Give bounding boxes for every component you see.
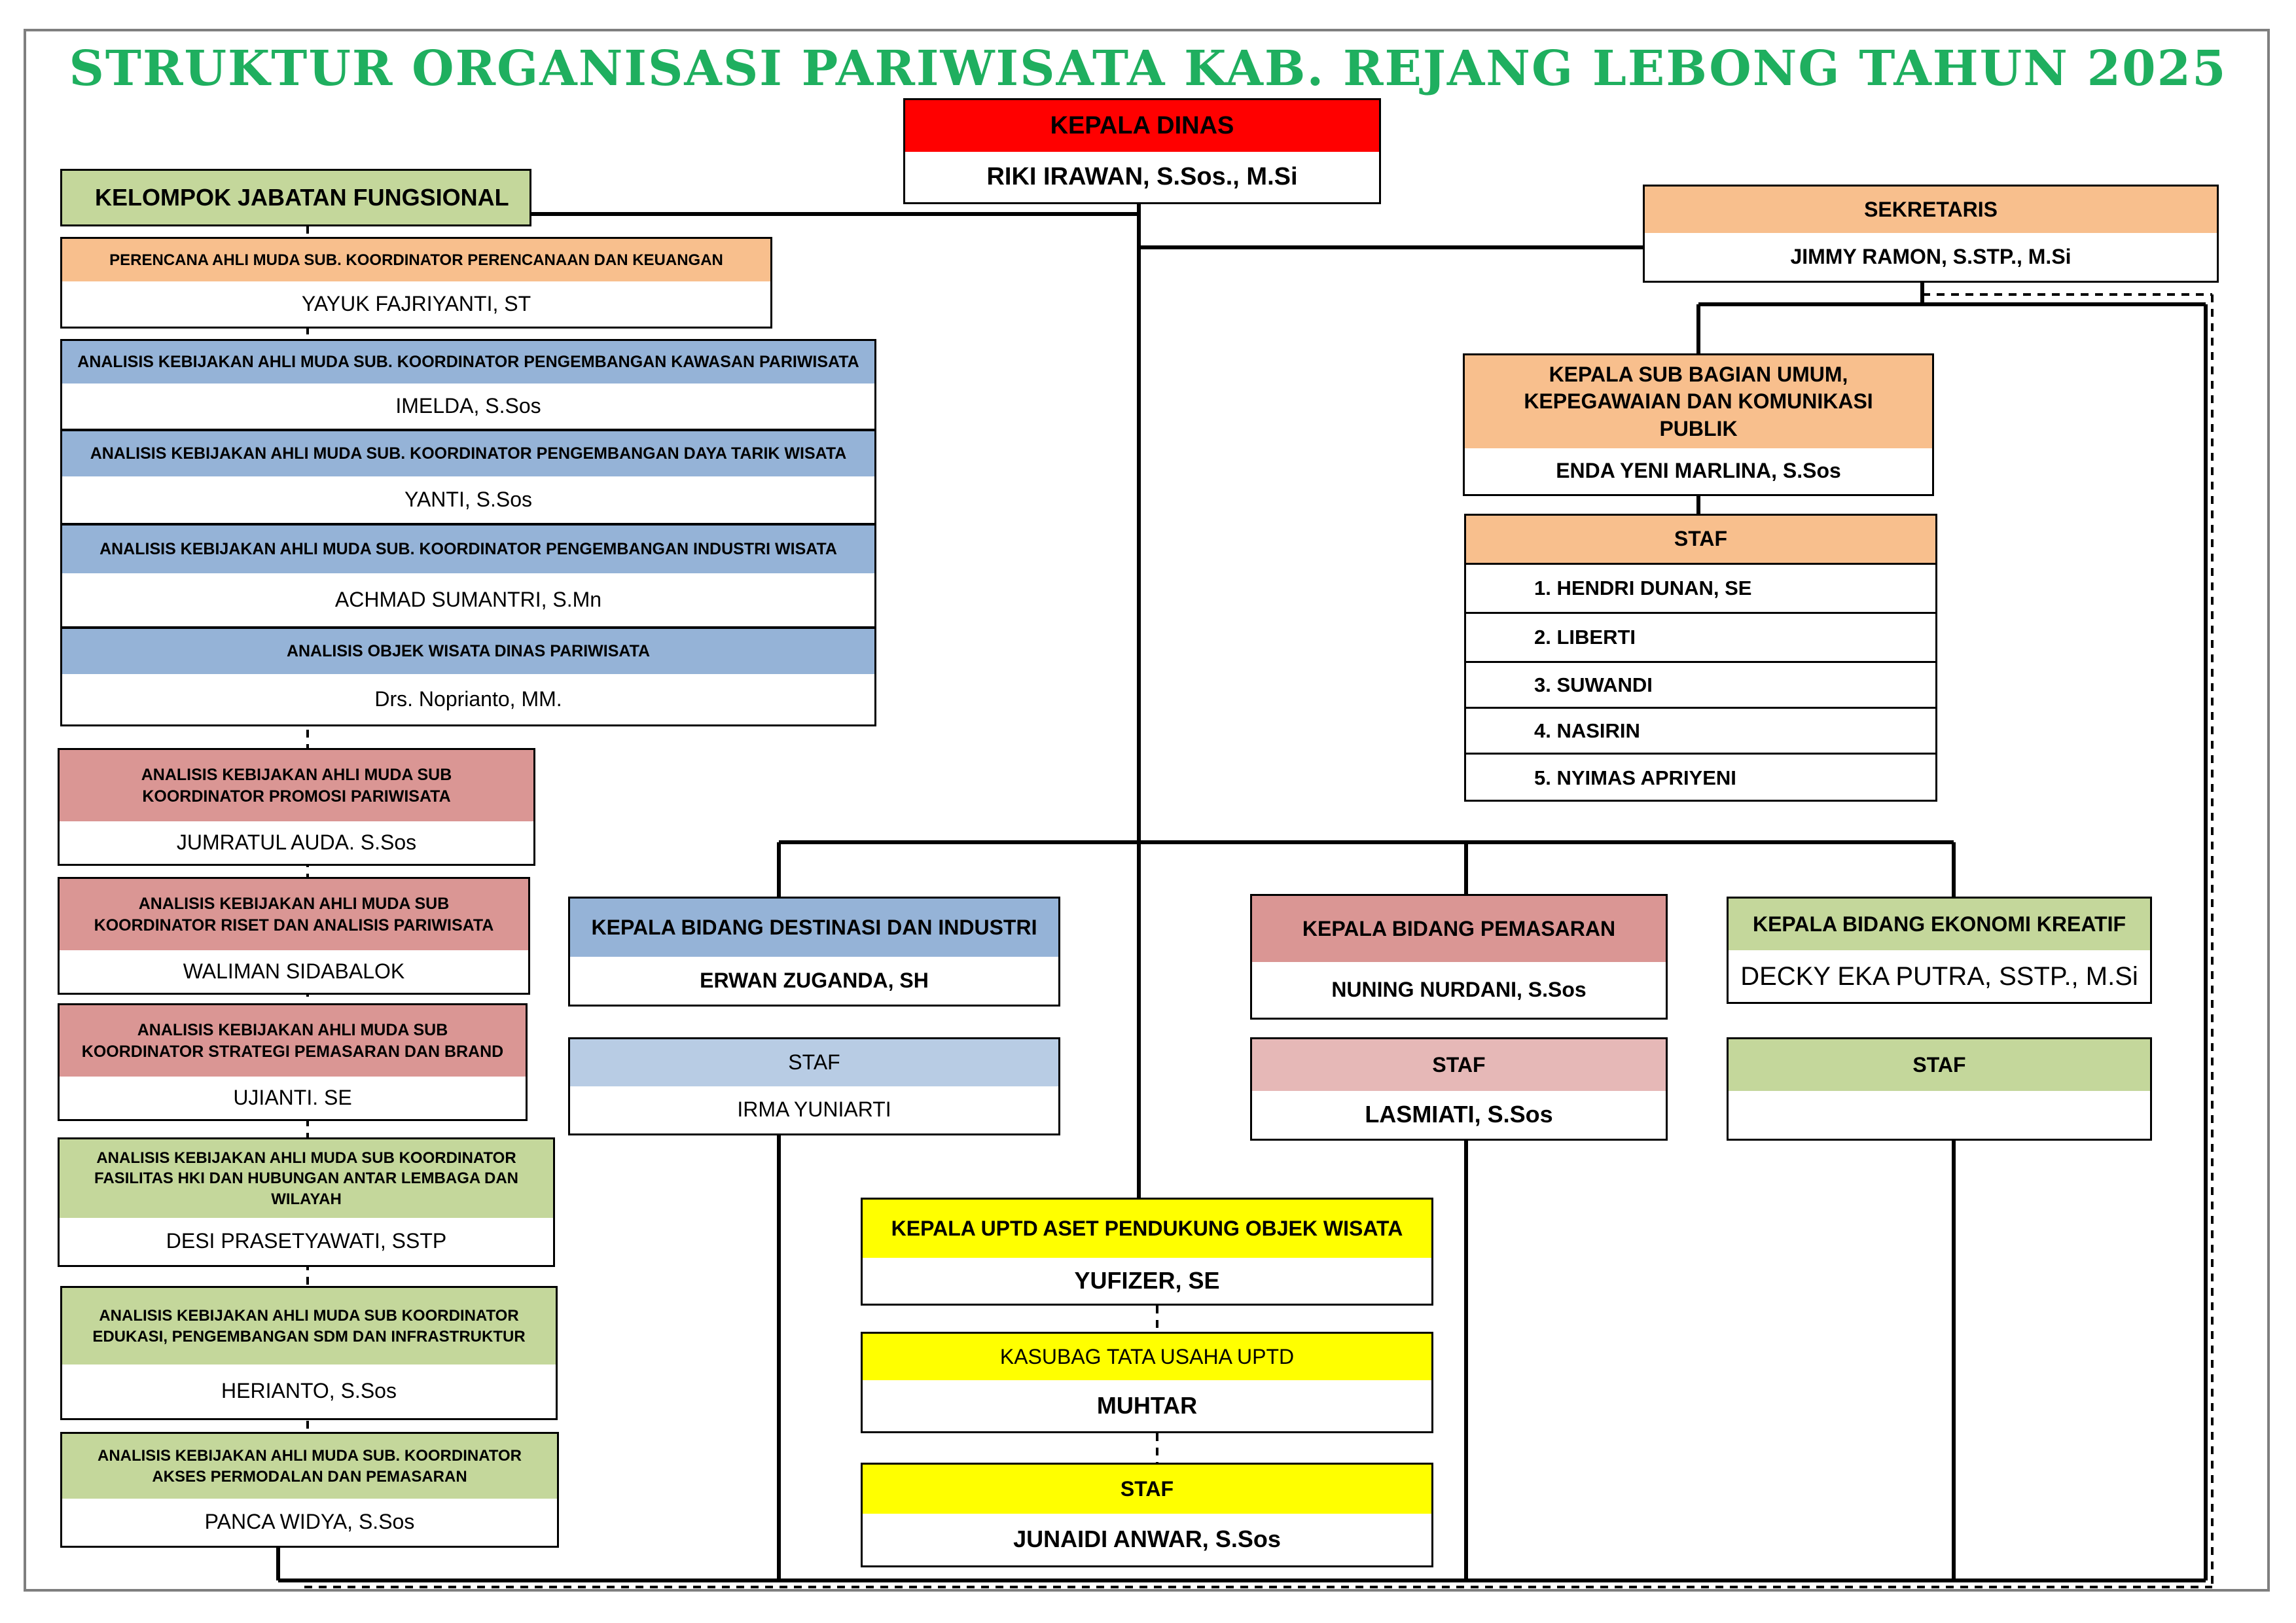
fungsional-item-name: HERIANTO, S.Sos (62, 1364, 556, 1418)
fungsional-item: ANALISIS KEBIJAKAN AHLI MUDA SUB. KOORDI… (60, 1432, 559, 1548)
kepala-dinas-name: RIKI IRAWAN, S.Sos., M.Si (905, 152, 1379, 202)
uptd-kasubag-box: KASUBAG TATA USAHA UPTD MUHTAR (861, 1332, 1433, 1433)
fungsional-item-title: ANALISIS KEBIJAKAN AHLI MUDA SUB. KOORDI… (62, 1434, 557, 1501)
fungsional-item: ANALISIS KEBIJAKAN AHLI MUDA SUB KOORDIN… (58, 1003, 528, 1121)
ekraf-staf-box: STAF (1727, 1037, 2152, 1141)
fungsional-item: ANALISIS KEBIJAKAN AHLI MUDA SUB KOORDIN… (58, 1137, 555, 1267)
fungsional-item-name: IMELDA, S.Sos (62, 383, 874, 429)
uptd-title: KEPALA UPTD ASET PENDUKUNG OBJEK WISATA (863, 1200, 1431, 1260)
uptd-kasubag-title: KASUBAG TATA USAHA UPTD (863, 1334, 1431, 1382)
fungsional-item-title: ANALISIS OBJEK WISATA DINAS PARIWISATA (62, 629, 874, 676)
fungsional-item-name: DESI PRASETYAWATI, SSTP (60, 1218, 553, 1265)
subbag-staf-item: 3. SUWANDI (1466, 661, 1935, 707)
fungsional-item-title: ANALISIS KEBIJAKAN AHLI MUDA SUB KOORDIN… (60, 879, 528, 952)
fungsional-item-title: ANALISIS KEBIJAKAN AHLI MUDA SUB. KOORDI… (62, 431, 874, 478)
fungsional-item-title: ANALISIS KEBIJAKAN AHLI MUDA SUB KOORDIN… (60, 750, 533, 823)
fungsional-item: ANALISIS KEBIJAKAN AHLI MUDA SUB KOORDIN… (60, 1286, 558, 1420)
destinasi-staf-box: STAF IRMA YUNIARTI (568, 1037, 1060, 1135)
fungsional-heading-box: KELOMPOK JABATAN FUNGSIONAL (60, 169, 531, 226)
pemasaran-staf-title: STAF (1252, 1039, 1666, 1093)
fungsional-item: ANALISIS KEBIJAKAN AHLI MUDA SUB. KOORDI… (60, 429, 876, 525)
fungsional-item-title: ANALISIS KEBIJAKAN AHLI MUDA SUB KOORDIN… (60, 1005, 526, 1079)
subbag-staf-title: STAF (1466, 516, 1935, 563)
destinasi-staf-name: IRMA YUNIARTI (570, 1086, 1058, 1133)
subbag-staf-item: 2. LIBERTI (1466, 612, 1935, 661)
fungsional-item: PERENCANA AHLI MUDA SUB. KOORDINATOR PER… (60, 237, 772, 329)
subbag-name: ENDA YENI MARLINA, S.Sos (1465, 448, 1932, 494)
pemasaran-title: KEPALA BIDANG PEMASARAN (1252, 896, 1666, 964)
ekraf-staf-title: STAF (1729, 1039, 2150, 1093)
fungsional-item: ANALISIS KEBIJAKAN AHLI MUDA SUB KOORDIN… (58, 748, 535, 866)
kepala-dinas-title: KEPALA DINAS (905, 100, 1379, 154)
pemasaran-box: KEPALA BIDANG PEMASARAN NUNING NURDANI, … (1250, 894, 1668, 1020)
subbag-staf-item: 5. NYIMAS APRIYENI (1466, 753, 1935, 802)
fungsional-item-name: UJIANTI. SE (60, 1077, 526, 1119)
subbag-box: KEPALA SUB BAGIAN UMUM, KEPEGAWAIAN DAN … (1463, 353, 1934, 496)
destinasi-box: KEPALA BIDANG DESTINASI DAN INDUSTRI ERW… (568, 897, 1060, 1007)
uptd-kasubag-name: MUHTAR (863, 1380, 1431, 1431)
kepala-dinas-box: KEPALA DINAS RIKI IRAWAN, S.Sos., M.Si (903, 98, 1381, 204)
ekraf-name: DECKY EKA PUTRA, SSTP., M.Si (1729, 950, 2150, 1002)
fungsional-item-title: ANALISIS KEBIJAKAN AHLI MUDA SUB KOORDIN… (60, 1139, 553, 1220)
fungsional-item-title: PERENCANA AHLI MUDA SUB. KOORDINATOR PER… (62, 239, 770, 283)
sekretaris-name: JIMMY RAMON, S.STP., M.Si (1645, 233, 2217, 281)
fungsional-item-title: ANALISIS KEBIJAKAN AHLI MUDA SUB. KOORDI… (62, 526, 874, 575)
destinasi-title: KEPALA BIDANG DESTINASI DAN INDUSTRI (570, 899, 1058, 959)
fungsional-item-name: YANTI, S.Sos (62, 476, 874, 523)
page-frame (24, 29, 2270, 1592)
pemasaran-staf-name: LASMIATI, S.Sos (1252, 1091, 1666, 1139)
fungsional-item-name: Drs. Noprianto, MM. (62, 674, 874, 724)
subbag-staf-item: 1. HENDRI DUNAN, SE (1466, 563, 1935, 612)
fungsional-item: ANALISIS KEBIJAKAN AHLI MUDA SUB KOORDIN… (58, 877, 530, 995)
fungsional-item-title: ANALISIS KEBIJAKAN AHLI MUDA SUB. KOORDI… (62, 341, 874, 385)
chart-title: STRUKTUR ORGANISASI PARIWISATA KAB. REJA… (69, 41, 2227, 97)
fungsional-heading: KELOMPOK JABATAN FUNGSIONAL (95, 183, 509, 211)
ekraf-staf-name (1729, 1091, 2150, 1139)
fungsional-item-name: WALIMAN SIDABALOK (60, 950, 528, 993)
destinasi-name: ERWAN ZUGANDA, SH (570, 957, 1058, 1005)
fungsional-item-title: ANALISIS KEBIJAKAN AHLI MUDA SUB KOORDIN… (62, 1288, 556, 1366)
uptd-staf-title: STAF (863, 1465, 1431, 1516)
fungsional-item: ANALISIS KEBIJAKAN AHLI MUDA SUB. KOORDI… (60, 339, 876, 431)
fungsional-item-name: ACHMAD SUMANTRI, S.Mn (62, 573, 874, 626)
subbag-title: KEPALA SUB BAGIAN UMUM, KEPEGAWAIAN DAN … (1465, 355, 1932, 450)
pemasaran-name: NUNING NURDANI, S.Sos (1252, 962, 1666, 1018)
destinasi-staf-title: STAF (570, 1039, 1058, 1088)
uptd-staf-box: STAF JUNAIDI ANWAR, S.Sos (861, 1463, 1433, 1567)
subbag-staf-item: 4. NASIRIN (1466, 707, 1935, 753)
sekretaris-title: SEKRETARIS (1645, 187, 2217, 235)
subbag-staf-box: STAF 1. HENDRI DUNAN, SE 2. LIBERTI 3. S… (1464, 514, 1937, 802)
fungsional-item: ANALISIS OBJEK WISATA DINAS PARIWISATA D… (60, 627, 876, 726)
sekretaris-box: SEKRETARIS JIMMY RAMON, S.STP., M.Si (1643, 185, 2219, 283)
fungsional-item-name: PANCA WIDYA, S.Sos (62, 1499, 557, 1546)
fungsional-item: ANALISIS KEBIJAKAN AHLI MUDA SUB. KOORDI… (60, 524, 876, 628)
fungsional-item-name: YAYUK FAJRIYANTI, ST (62, 281, 770, 327)
ekraf-box: KEPALA BIDANG EKONOMI KREATIF DECKY EKA … (1727, 897, 2152, 1004)
uptd-name: YUFIZER, SE (863, 1258, 1431, 1304)
ekraf-title: KEPALA BIDANG EKONOMI KREATIF (1729, 899, 2150, 952)
fungsional-item-name: JUMRATUL AUDA. S.Sos (60, 821, 533, 864)
pemasaran-staf-box: STAF LASMIATI, S.Sos (1250, 1037, 1668, 1141)
uptd-staf-name: JUNAIDI ANWAR, S.Sos (863, 1514, 1431, 1565)
uptd-box: KEPALA UPTD ASET PENDUKUNG OBJEK WISATA … (861, 1198, 1433, 1306)
